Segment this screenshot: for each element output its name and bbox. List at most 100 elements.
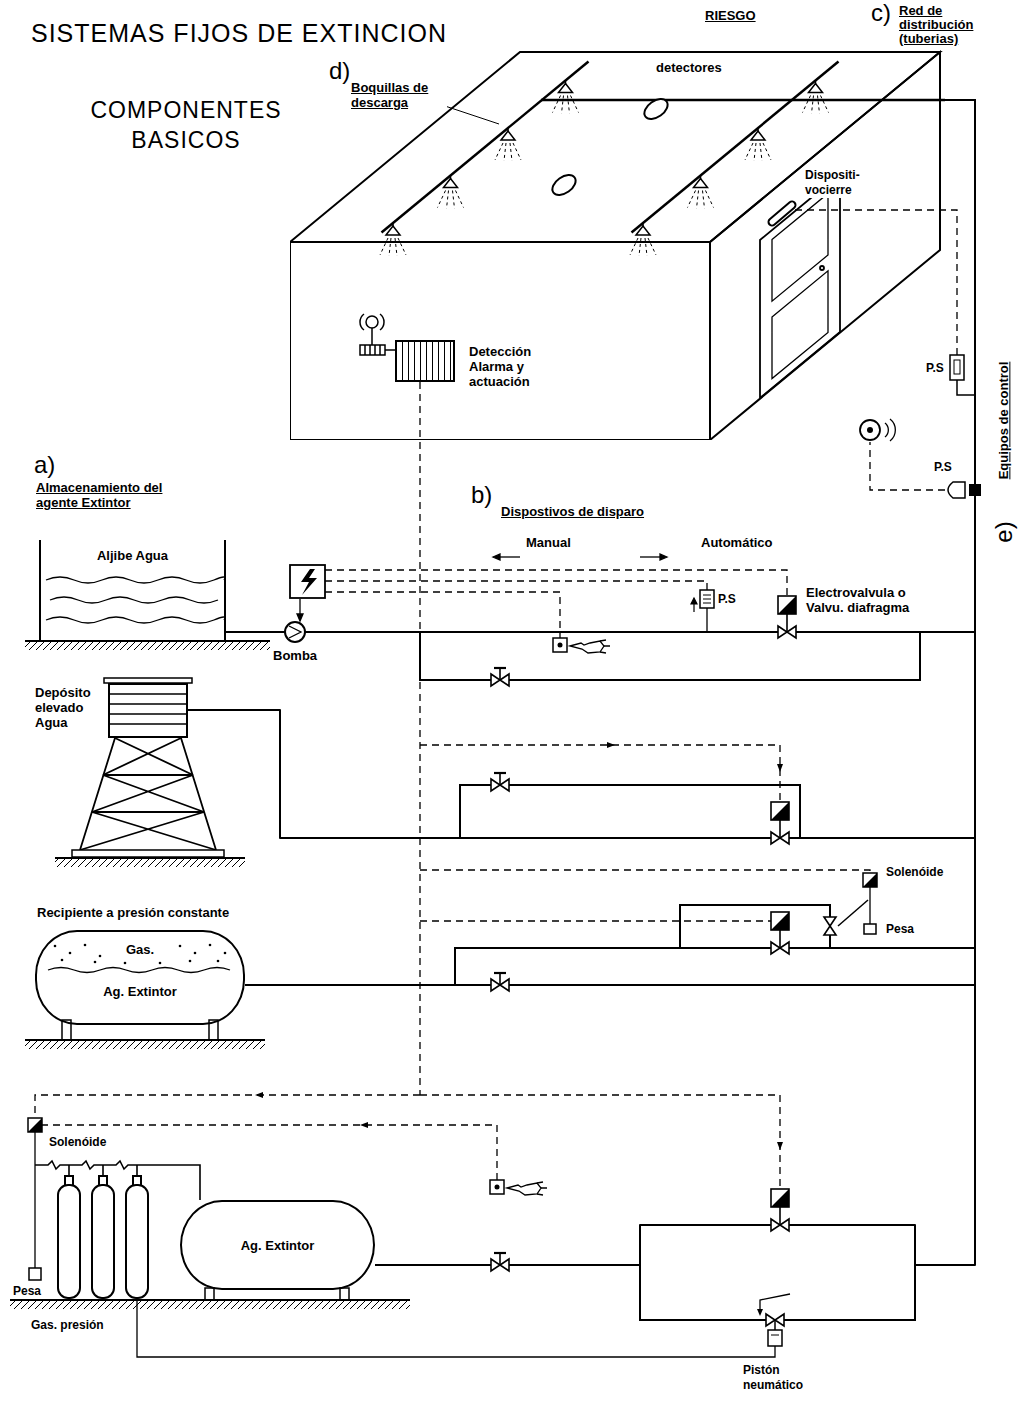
part-label: Electrovalvula o Valvu. diafragma [805,585,937,615]
mode-label: Manual [525,535,572,550]
system-illustration [553,638,567,652]
pump-symbol [285,622,305,642]
pressure-switch [950,355,975,395]
tower-frame [80,738,216,850]
pressure-switch [957,380,975,395]
ground-hatching [10,1301,410,1309]
tank-legs [205,1288,214,1300]
panel-siren [385,349,395,351]
ground-hatching [25,640,270,642]
ground-hatching [10,1300,410,1309]
solenoid [864,924,876,934]
part-label: Pesa [12,1284,42,1299]
bypass-pipe [420,632,920,680]
control-wire [325,592,560,638]
callout-letter: b) [470,482,493,508]
panel-siren [360,345,385,355]
gas-dots [209,944,212,947]
system-illustration [491,1253,509,1271]
control-wire [420,745,780,802]
panel-siren [366,316,378,328]
control-wire [35,1095,420,1118]
vessel-legs [209,1020,218,1040]
alarm-bell [885,419,895,441]
control-wire [42,1125,497,1180]
solenoid [863,873,877,934]
door [760,174,840,398]
control-wire [35,382,780,1189]
part-label: Gas. presión [30,1318,105,1333]
system-illustration [491,973,509,991]
subtitle: COMPONENTES BASICOS [70,95,302,155]
solenoid [869,887,870,924]
pressure-sensor [969,484,981,496]
alarm-bell [860,420,880,440]
cistern-walls [40,540,225,640]
pipe-connector [245,100,975,985]
pneumatic-piston [757,1309,763,1316]
gas-dots [194,952,197,955]
system-illustration [771,802,789,844]
branch-pipe [455,905,975,985]
pressure-vessel: Recipiente a presión constanteGas.Ag. Ex… [35,930,245,1025]
branch-pipe [680,905,830,948]
mode-label: Automático [700,535,774,550]
solenoid [28,1118,42,1132]
callout-letter: e) [991,520,1017,543]
panel-siren [360,314,384,330]
vessel-legs [62,1020,71,1040]
panel-siren [360,314,395,355]
switch-label: P.S [717,592,737,607]
pneumatic-piston [760,1294,790,1312]
gas-cylinder [92,1185,114,1298]
signal-arrow [640,556,662,557]
pressure-switch [691,590,714,632]
weight-line [29,1268,41,1280]
ground-hatching [25,642,270,650]
agent-tank: Ag. Extintor [180,1200,375,1290]
ground-hatching [25,1040,265,1049]
liquid-surface [48,968,230,973]
system-illustration [570,640,610,653]
door [772,193,828,301]
gas-cylinder [58,1185,80,1298]
gas-cylinder [126,1185,148,1298]
solenoid [28,1118,42,1132]
water-waves [46,617,225,623]
ground-hatching [25,641,270,650]
node-text: Depósito elevado Agua [35,685,107,730]
part-label: Almacenamiento del agente Extintor [35,480,187,510]
part-label: Solenóide [48,1135,107,1150]
tower-frame [80,738,216,850]
solenoid [863,873,877,887]
risk-building [553,81,579,114]
bypass-pipe [420,632,920,680]
risk-building [803,81,829,114]
bypass-pipe [460,785,800,838]
pressure-switch [706,608,707,632]
pipe-connector [375,100,975,1265]
cistern-walls [40,540,225,640]
switch-label: P.S [933,460,953,475]
control-box [290,565,325,598]
solenoid [863,873,877,887]
pipe-connector [225,100,975,632]
gas-dots [179,945,182,948]
callout-letter: d) [328,58,351,84]
solenoid [28,1118,42,1132]
gas-dots [224,952,227,955]
diagram-title: SISTEMAS FIJOS DE EXTINCION [30,18,448,48]
part-label: Equipos de control [996,360,1011,480]
door [760,174,840,398]
signal-arrow [607,742,783,772]
control-wire [420,870,870,921]
ground-hatching [25,1041,265,1049]
system-illustration [491,668,509,686]
water-waves [46,577,225,623]
pneumatic-piston [771,1335,779,1336]
control-wire [325,581,707,590]
pilot-valve [824,917,836,935]
gas-pressure-line [137,1298,775,1357]
risk-building [630,223,656,256]
